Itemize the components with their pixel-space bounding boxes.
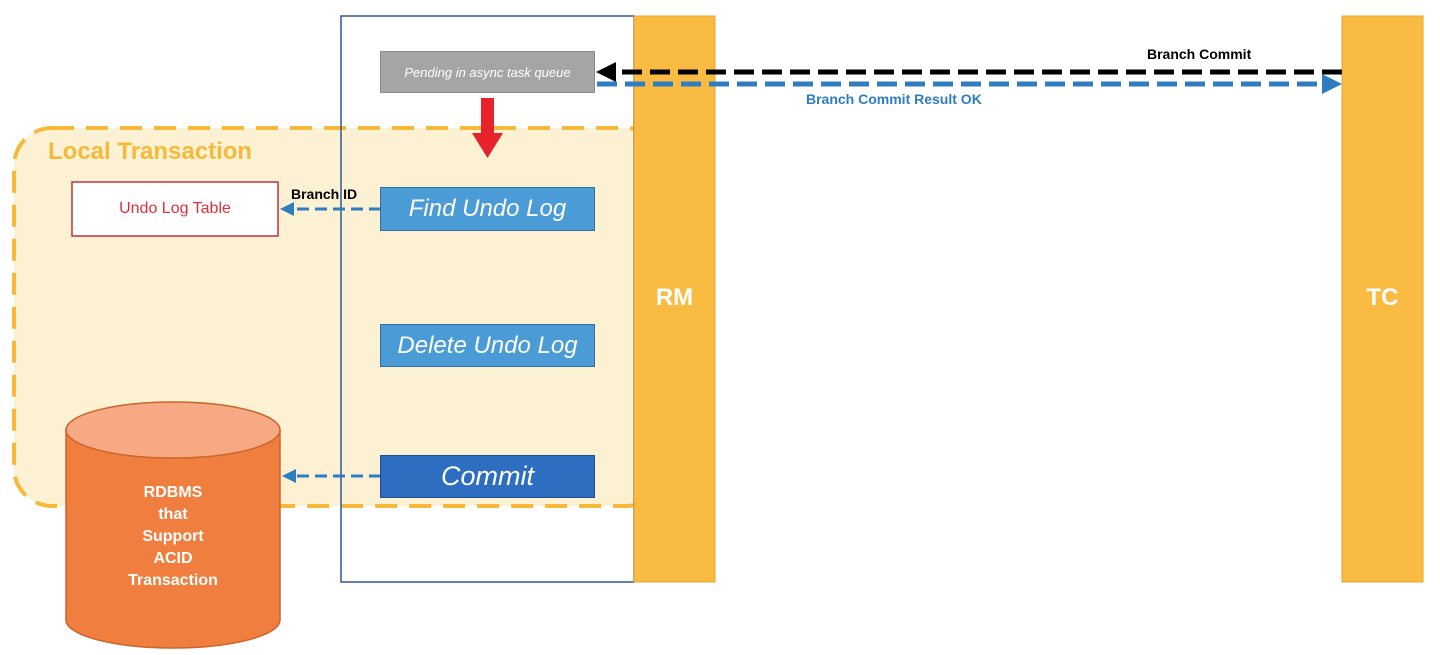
local-transaction-title: Local Transaction [48, 138, 253, 165]
branch-commit-result-label: Branch Commit Result OK [806, 91, 982, 107]
branch-commit-label: Branch Commit [1147, 46, 1252, 62]
database-label-line: ACID [153, 550, 193, 567]
branch-commit-result-arrowhead [1322, 74, 1342, 94]
database-cylinder [65, 401, 281, 649]
rm-label: RM [655, 284, 694, 311]
commit-db-arrowhead [282, 469, 296, 483]
branch-id-arrowhead [280, 202, 294, 216]
pending-queue-box: Pending in async task queue [380, 51, 595, 93]
commit-step: Commit [380, 455, 595, 498]
red-arrow-shaft [481, 98, 494, 134]
rm-lifeline [633, 15, 716, 583]
database-label-line: Support [142, 528, 204, 545]
database-label-line: that [158, 506, 188, 523]
database-label-line: RDBMS [143, 484, 203, 501]
delete-undo-log-step: Delete Undo Log [380, 324, 595, 367]
tc-lifeline [1341, 15, 1424, 583]
branch-commit-arrowhead [596, 62, 616, 82]
database-label-line: Transaction [128, 572, 218, 589]
undo-log-table-box [71, 181, 279, 237]
tc-label: TC [1366, 284, 1399, 311]
branch-id-label: Branch ID [291, 186, 358, 202]
database-label: RDBMS that Support ACID Transaction [66, 482, 280, 592]
undo-log-table-label: Undo Log Table [119, 200, 231, 217]
find-undo-log-step: Find Undo Log [380, 187, 595, 231]
red-arrow-head [472, 133, 503, 158]
